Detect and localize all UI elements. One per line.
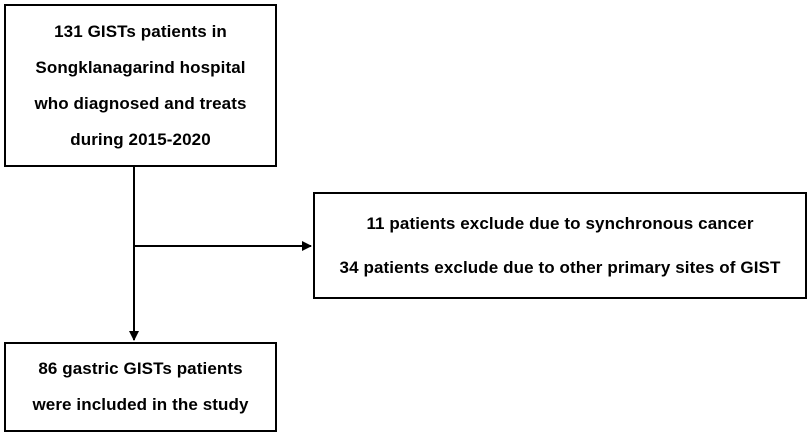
- included-line-2: were included in the study: [32, 395, 249, 414]
- source-line-1: 131 GISTs patients in: [54, 21, 227, 41]
- source-line-2: Songklanagarind hospital: [35, 57, 246, 77]
- exclusion-line-2: 34 patients exclude due to other primary…: [339, 257, 781, 277]
- exclusion-box: 11 patients exclude due to synchronous c…: [313, 192, 807, 299]
- source-line-4: during 2015-2020: [70, 129, 211, 149]
- source-line-3: who diagnosed and treats: [34, 93, 247, 113]
- included-line-1: 86 gastric GISTs patients: [38, 359, 243, 378]
- included-population-box: 86 gastric GISTs patients were included …: [4, 342, 277, 432]
- exclusion-line-1: 11 patients exclude due to synchronous c…: [366, 213, 754, 233]
- source-population-box: 131 GISTs patients in Songklanagarind ho…: [4, 4, 277, 167]
